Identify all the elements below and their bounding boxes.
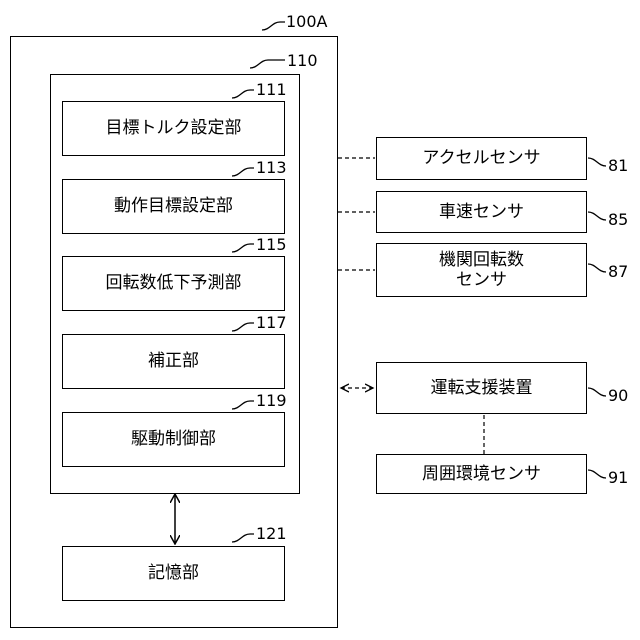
ref-113: 113: [256, 160, 287, 176]
ref-91: 91: [608, 470, 628, 486]
ref-115: 115: [256, 237, 287, 253]
block-label: 動作目標設定部: [114, 196, 233, 216]
block-label: 補正部: [148, 351, 199, 371]
block-driving-assistance-device: 運転支援装置: [376, 362, 587, 414]
ref-110: 110: [287, 53, 318, 69]
block-surrounding-environment-sensor: 周囲環境センサ: [376, 454, 587, 494]
ref-81: 81: [608, 158, 628, 174]
block-engine-speed-sensor: 機関回転数 センサ: [376, 243, 587, 297]
block-label: 車速センサ: [439, 202, 524, 222]
block-label-line1: 機関回転数: [439, 250, 524, 270]
ref-87: 87: [608, 264, 628, 280]
leader-90: [588, 388, 606, 396]
block-label: 周囲環境センサ: [422, 464, 541, 484]
block-accelerator-sensor: アクセルセンサ: [376, 137, 587, 180]
block-drive-control: 駆動制御部: [62, 412, 285, 467]
ref-111: 111: [256, 82, 287, 98]
block-label: 運転支援装置: [431, 378, 533, 398]
block-rotation-drop-prediction: 回転数低下予測部: [62, 256, 285, 311]
block-label: 記憶部: [148, 563, 199, 583]
block-vehicle-speed-sensor: 車速センサ: [376, 191, 587, 233]
ref-117: 117: [256, 315, 287, 331]
leader-100A: [262, 22, 285, 30]
ref-100A: 100A: [286, 14, 327, 30]
ref-85: 85: [608, 212, 628, 228]
leader-81: [588, 158, 606, 166]
block-label: 回転数低下予測部: [106, 273, 242, 293]
block-correction: 補正部: [62, 334, 285, 389]
ref-119: 119: [256, 393, 287, 409]
block-target-torque-setting: 目標トルク設定部: [62, 101, 285, 156]
leader-91: [588, 470, 606, 478]
ref-121: 121: [256, 526, 287, 542]
block-label: 目標トルク設定部: [106, 118, 242, 138]
block-storage: 記憶部: [62, 546, 285, 601]
block-label: アクセルセンサ: [422, 148, 540, 168]
leader-85: [588, 212, 606, 220]
ref-90: 90: [608, 388, 628, 404]
block-label-line2: センサ: [456, 270, 507, 290]
block-operation-target-setting: 動作目標設定部: [62, 179, 285, 234]
leader-87: [588, 264, 606, 272]
block-label: 駆動制御部: [131, 429, 216, 449]
